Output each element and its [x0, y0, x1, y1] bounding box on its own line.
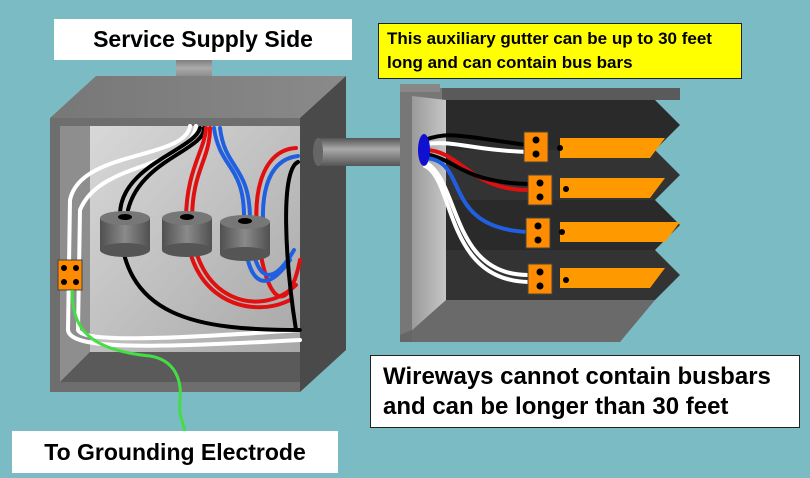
grounding-electrode-label: To Grounding Electrode — [12, 431, 338, 473]
current-transformers — [100, 211, 270, 261]
ct-1 — [100, 211, 150, 257]
wireway-note-line-1: Wireways cannot contain busbars — [383, 363, 771, 390]
black-wire-2 — [126, 126, 207, 212]
gutter-blue-wire — [423, 156, 530, 234]
auxiliary-gutter — [400, 84, 680, 342]
terminal-block — [57, 259, 83, 291]
lug-4 — [527, 263, 569, 295]
gutter-note-line-2: long and can contain bus bars — [387, 53, 633, 72]
lug-3 — [525, 217, 565, 249]
white-wire-1 — [65, 124, 302, 348]
gutter-wires — [423, 133, 530, 284]
bus-bar-2 — [560, 178, 665, 198]
ct-3 — [220, 215, 270, 261]
gutter-black-wire — [423, 133, 530, 147]
conduit-bushing — [418, 134, 430, 166]
wireway-note: Wireways cannot contain busbars and can … — [370, 355, 800, 428]
bus-lugs — [523, 131, 569, 295]
gutter-white-wire-b — [423, 160, 530, 277]
ct-2 — [162, 211, 212, 257]
bus-bar-4 — [560, 268, 665, 288]
lug-1 — [523, 131, 563, 163]
black-wire-3 — [284, 160, 300, 332]
lug-2 — [527, 174, 569, 206]
gutter-white-wire-a — [423, 141, 530, 154]
bus-bar-1 — [560, 138, 665, 158]
service-supply-label: Service Supply Side — [54, 19, 352, 60]
bus-bar-3 — [560, 222, 680, 242]
bus-bars — [560, 138, 680, 288]
gutter-black-wire-2 — [423, 152, 530, 186]
auxiliary-gutter-note: This auxiliary gutter can be up to 30 fe… — [378, 23, 742, 79]
gutter-white-wire-c — [423, 164, 530, 284]
gutter-note-line-1: This auxiliary gutter can be up to 30 fe… — [387, 29, 712, 48]
grounding-conductor — [70, 289, 186, 433]
wireway-note-line-2: and can be longer than 30 feet — [383, 393, 729, 420]
